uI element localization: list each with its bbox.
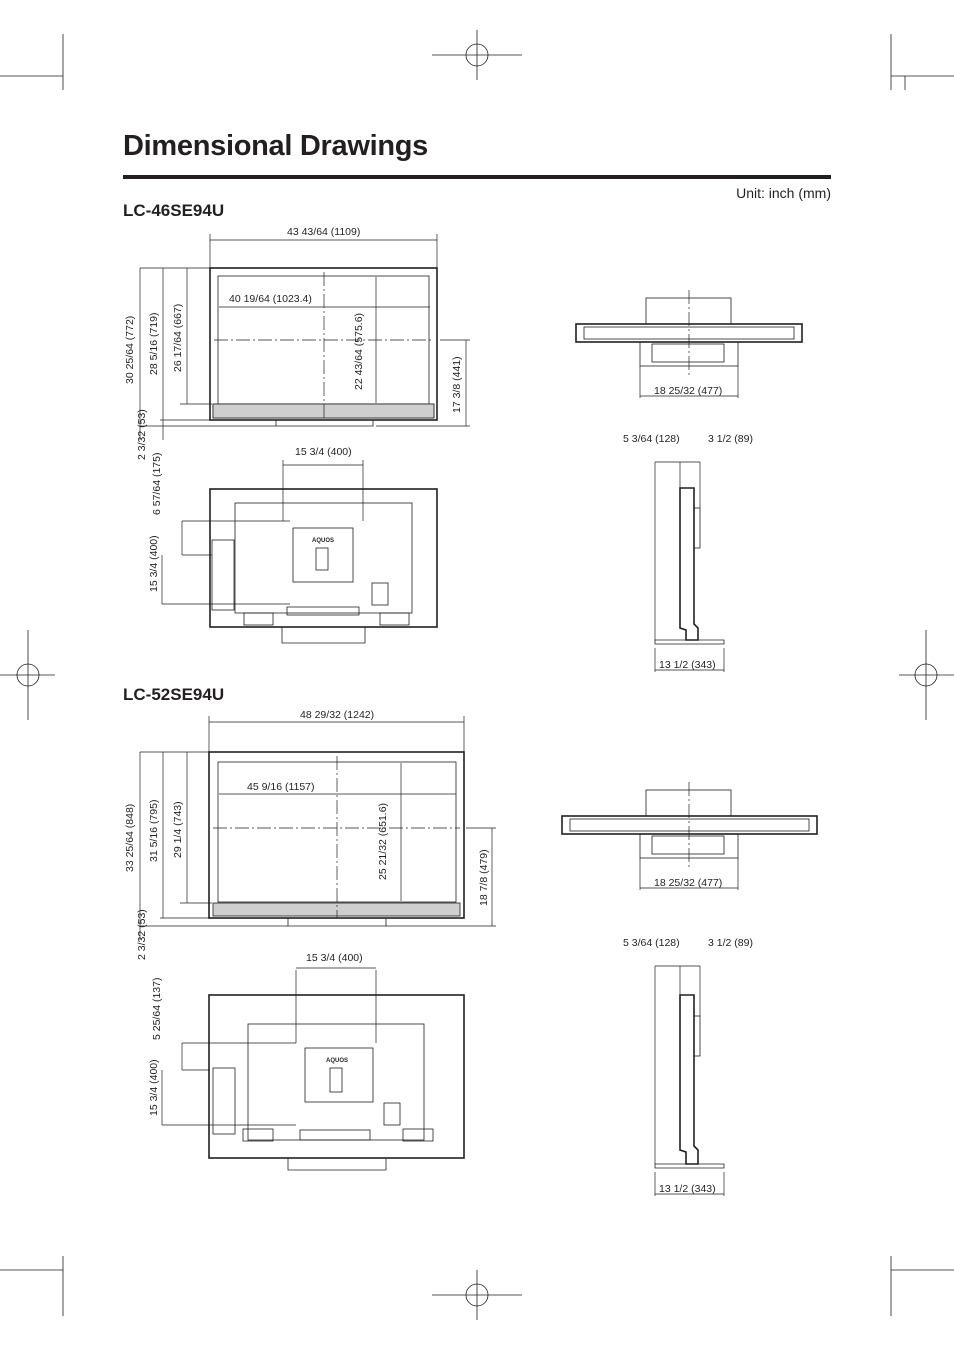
dim-height-with-stand-52: 33 25/64 (848)	[124, 804, 136, 872]
top-view-52	[561, 782, 818, 890]
dim-screen-width-46: 40 19/64 (1023.4)	[229, 293, 312, 305]
registration-target-bottom	[432, 1270, 522, 1320]
dim-side-depth-b-46: 3 1/2 (89)	[708, 433, 753, 445]
model-name-46: LC-46SE94U	[123, 201, 225, 220]
registration-target-right	[899, 630, 954, 720]
dim-right-height-46: 17 3/8 (441)	[451, 356, 463, 413]
dim-height-without-stand-46: 28 5/16 (719)	[148, 313, 160, 375]
unit-note: Unit: inch (mm)	[736, 185, 831, 201]
page-title: Dimensional Drawings	[123, 130, 429, 162]
dim-side-depth-a-52: 5 3/64 (128)	[623, 937, 680, 949]
dim-side-depth-b-52: 3 1/2 (89)	[708, 937, 753, 949]
dim-side-depth-a-46: 5 3/64 (128)	[623, 433, 680, 445]
rear-view-52	[161, 967, 465, 1171]
front-view-52	[139, 716, 496, 940]
model-name-52: LC-52SE94U	[123, 685, 225, 704]
dim-height-mid-46: 26 17/64 (667)	[172, 304, 184, 372]
dim-vesa-height-52: 15 3/4 (400)	[148, 1059, 160, 1116]
dim-overall-width-46: 43 43/64 (1109)	[287, 226, 360, 238]
dim-stand-height-46: 2 3/32 (53)	[136, 409, 148, 460]
rear-view-46	[161, 460, 438, 644]
dim-top-to-mount-46: 6 57/64 (175)	[151, 453, 163, 515]
dim-vesa-width-46: 15 3/4 (400)	[295, 446, 352, 458]
dim-stand-depth-46: 18 25/32 (477)	[654, 385, 722, 397]
dim-overall-width-52: 48 29/32 (1242)	[300, 709, 374, 721]
dim-stand-depth-52: 18 25/32 (477)	[654, 877, 722, 889]
dim-height-with-stand-46: 30 25/64 (772)	[124, 316, 136, 384]
dim-height-without-stand-52: 31 5/16 (795)	[148, 800, 160, 862]
dim-right-height-52: 18 7/8 (479)	[478, 849, 490, 906]
top-view-46	[575, 290, 803, 398]
dim-screen-height-52: 25 21/32 (651.6)	[377, 803, 389, 880]
dim-screen-height-46: 22 43/64 (575.6)	[353, 313, 365, 390]
dim-base-depth-46: 13 1/2 (343)	[659, 659, 716, 671]
dim-top-to-mount-52: 5 25/64 (137)	[151, 978, 163, 1040]
crop-marks	[0, 34, 954, 1316]
dim-stand-height-52: 2 3/32 (53)	[136, 909, 148, 960]
dim-base-depth-52: 13 1/2 (343)	[659, 1183, 716, 1195]
dim-vesa-width-52: 15 3/4 (400)	[306, 952, 363, 964]
registration-target-left	[0, 630, 55, 720]
registration-target-top	[432, 30, 522, 80]
rear-brand-46: AQUOS	[312, 538, 334, 544]
dim-screen-width-52: 45 9/16 (1157)	[247, 781, 315, 793]
front-view-46	[139, 234, 470, 440]
title-rule	[123, 175, 831, 179]
side-view-46	[654, 461, 725, 672]
rear-brand-52: AQUOS	[326, 1058, 348, 1064]
dim-vesa-height-46: 15 3/4 (400)	[148, 535, 160, 592]
side-view-52	[654, 965, 725, 1196]
dim-height-mid-52: 29 1/4 (743)	[172, 801, 184, 858]
